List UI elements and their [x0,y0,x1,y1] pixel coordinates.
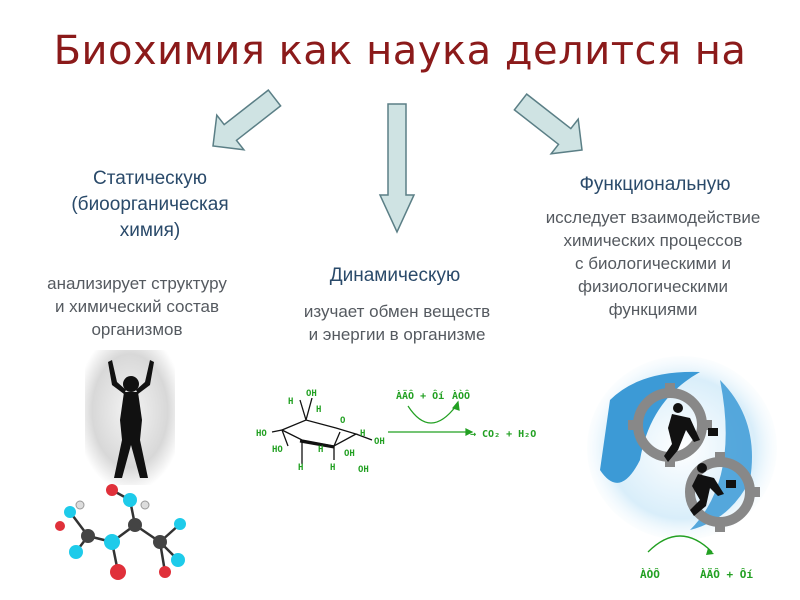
branch-dynamic-description: изучает обмен веществ и энергии в органи… [262,300,532,346]
arrow-down-icon [378,103,416,234]
atom-label: H [330,463,335,473]
branch-static-name: Статическую (биоорганическая химия) [30,166,270,244]
atom-label: H [298,463,303,473]
atom-label: OH [306,389,317,399]
desc-line: и химический состав [54,297,220,316]
branch-functional-name: Функциональную [530,172,780,198]
desc-line: анализирует структуру [47,274,227,293]
desc-line: исследует взаимодействие [545,208,761,227]
branch-dynamic-name: Динамическую [270,263,520,289]
atom-label: OH [374,437,385,447]
atom-label: H [360,429,365,439]
branch-name-line: химия) [119,220,181,241]
arrow-left-icon [212,89,282,151]
atom-label: H [288,397,293,407]
branch-name-line: Динамическую [329,265,461,286]
atom-label: HO [272,445,283,455]
desc-line: физиологическими [577,277,729,296]
desc-line: химических процессов [563,231,743,250]
branch-name-line: (биоорганическая [71,194,229,215]
page-title: Биохимия как наука делится на [53,28,747,74]
reaction-atp: ÀÒÔ [452,389,470,402]
functional-reaction-adp: ÀÄÔ + Ôí [700,567,753,581]
desc-line: функциями [608,300,698,319]
desc-line: организмов [91,320,183,339]
atom-label: H [316,405,321,415]
atom-label: HO [256,429,267,439]
atom-label: OH [344,449,355,459]
desc-line: с биологическими и [575,254,731,273]
arrow-right-icon [513,93,583,155]
functional-reaction-atp: ÀÒÔ [640,568,660,581]
atom-label: O [340,416,346,426]
reaction-arrows-icon [388,400,474,436]
desc-line: изучает обмен веществ [303,302,491,321]
branch-name-line: Функциональную [579,174,731,195]
businessman-icon [664,403,736,516]
desc-line: и энергии в организме [308,325,486,344]
branch-functional-description: исследует взаимодействие химических проц… [508,206,798,321]
reaction-atp-adp: ÀÄÔ + Ôí [396,388,444,402]
reaction-products: → CO₂ + H₂O [470,429,536,440]
branch-name-line: Статическую [93,168,207,189]
branch-static-description: анализирует структуру и химический соста… [2,272,272,341]
glucose-ring-icon [271,397,373,464]
atom-label: OH [358,465,369,475]
atom-label: H [318,445,323,455]
